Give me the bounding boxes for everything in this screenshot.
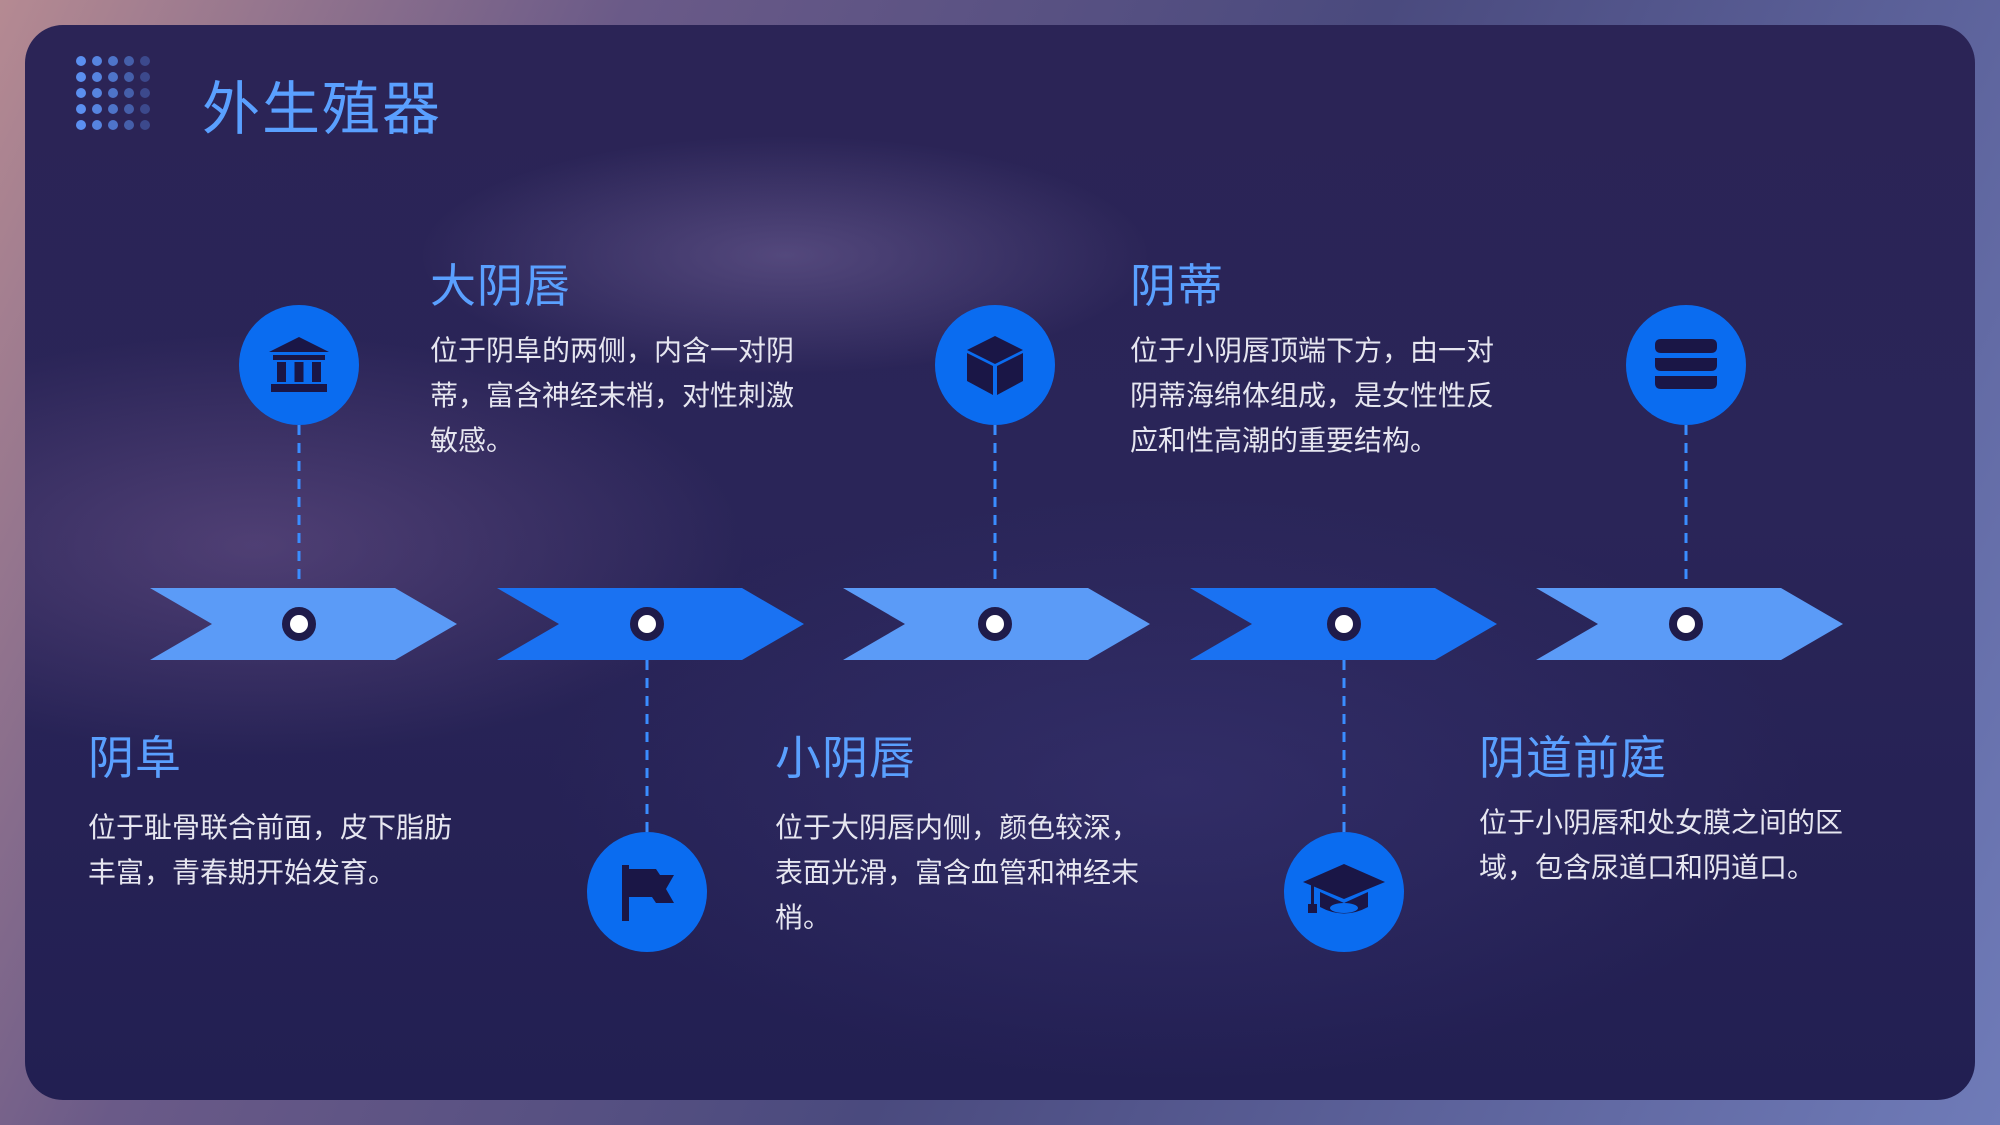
timeline-item-title: 阴蒂 xyxy=(1130,259,1224,313)
layers-icon xyxy=(1626,305,1746,425)
timeline-item-title: 阴道前庭 xyxy=(1479,731,1667,785)
timeline-marker xyxy=(1327,607,1361,641)
desc-line: 蒂，富含神经末梢，对性刺激 xyxy=(430,379,795,412)
timeline-item-title: 大阴唇 xyxy=(430,259,571,313)
desc-line: 位于大阴唇内侧，颜色较深， xyxy=(775,811,1140,844)
timeline-item-desc: 位于大阴唇内侧，颜色较深， 表面光滑，富含血管和神经末 梢。 xyxy=(775,805,1139,940)
desc-line: 域，包含尿道口和阴道口。 xyxy=(1479,851,1816,884)
timeline-marker xyxy=(1669,607,1703,641)
timeline-item-title: 小阴唇 xyxy=(775,731,916,785)
page-title: 外生殖器 xyxy=(202,75,443,143)
timeline-item-desc: 位于阴阜的两侧，内含一对阴 蒂，富含神经末梢，对性刺激 敏感。 xyxy=(430,328,794,463)
desc-line: 应和性高潮的重要结构。 xyxy=(1130,424,1439,457)
bank-icon xyxy=(239,305,359,425)
timeline-item-title: 阴阜 xyxy=(88,731,182,785)
desc-line: 梢。 xyxy=(775,901,832,934)
desc-line: 敏感。 xyxy=(430,424,515,457)
timeline-marker xyxy=(282,607,316,641)
timeline-item-desc: 位于小阴唇顶端下方，由一对 阴蒂海绵体组成，是女性性反 应和性高潮的重要结构。 xyxy=(1130,328,1494,463)
desc-line: 阴蒂海绵体组成，是女性性反 xyxy=(1130,379,1495,412)
graduation-cap-icon xyxy=(1284,832,1404,952)
slide-card xyxy=(25,25,1975,1100)
desc-line: 位于小阴唇和处女膜之间的区 xyxy=(1479,806,1844,839)
timeline-marker xyxy=(978,607,1012,641)
desc-line: 丰富，青春期开始发育。 xyxy=(88,856,397,889)
desc-line: 位于小阴唇顶端下方，由一对 xyxy=(1130,334,1495,367)
desc-line: 位于耻骨联合前面，皮下脂肪 xyxy=(88,811,453,844)
timeline-item-desc: 位于耻骨联合前面，皮下脂肪 丰富，青春期开始发育。 xyxy=(88,805,452,895)
cube-icon xyxy=(935,305,1055,425)
flag-icon xyxy=(587,832,707,952)
desc-line: 位于阴阜的两侧，内含一对阴 xyxy=(430,334,795,367)
desc-line: 表面光滑，富含血管和神经末 xyxy=(775,856,1140,889)
timeline-item-desc: 位于小阴唇和处女膜之间的区 域，包含尿道口和阴道口。 xyxy=(1479,800,1843,890)
decorative-dot-grid-icon xyxy=(76,56,150,130)
timeline-marker xyxy=(630,607,664,641)
